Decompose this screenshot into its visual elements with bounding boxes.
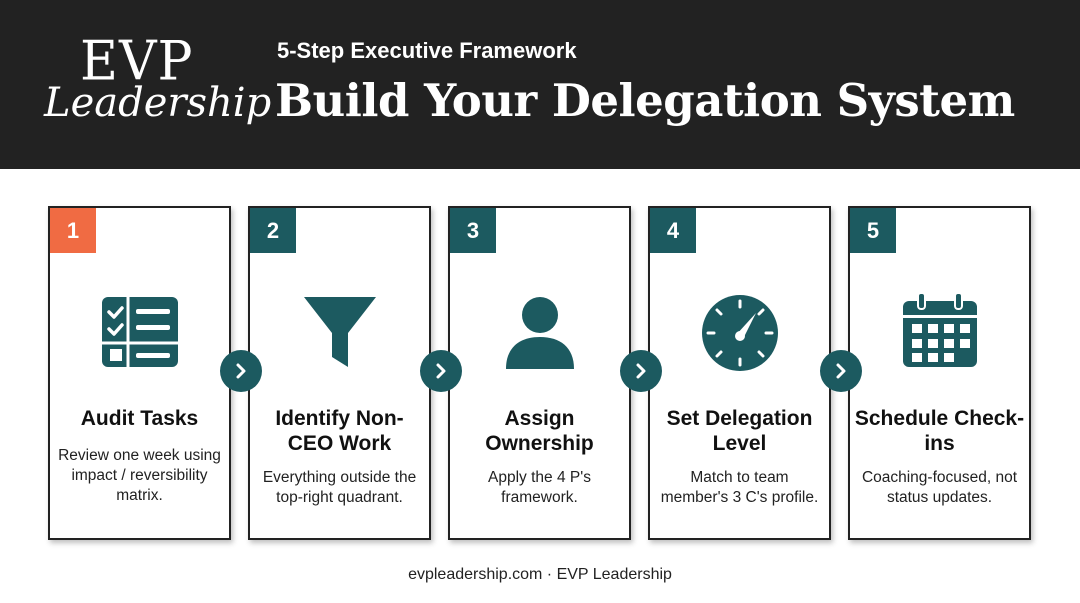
calendar-icon: [902, 292, 977, 367]
step-title: Audit Tasks: [80, 407, 199, 430]
logo-leadership: Leadership: [44, 80, 272, 126]
chevron-right-icon: [820, 350, 862, 392]
step-card-2: 2 Identify Non-CEO Work Everything outsi…: [248, 206, 431, 540]
step-description: Match to team member's 3 C's profile.: [660, 469, 819, 506]
step-description: Coaching-focused, not status updates.: [861, 469, 1018, 506]
step-description: Review one week using impact / reversibi…: [58, 447, 221, 504]
chevron-right-icon: [220, 350, 262, 392]
step-title: Set Delegation Level: [666, 407, 813, 455]
step-number-badge: 2: [250, 208, 296, 253]
step-card-5: 5 Schedule Check-ins Coaching-focused, n…: [848, 206, 1031, 540]
chevron-right-icon: [620, 350, 662, 392]
step-number-badge: 3: [450, 208, 496, 253]
header-banner: EVP Leadership 5-Step Executive Framewor…: [0, 0, 1080, 169]
footer-text: evpleadership.com · EVP Leadership: [408, 566, 672, 583]
step-number-badge: 5: [850, 208, 896, 253]
page-subtitle: 5-Step Executive Framework: [277, 38, 577, 63]
step-number-badge: 4: [650, 208, 696, 253]
funnel-icon: [303, 297, 376, 367]
step-title: Identify Non-CEO Work: [275, 407, 404, 455]
chevron-right-icon: [420, 350, 462, 392]
step-title: Schedule Check-ins: [854, 407, 1025, 455]
checklist-icon: [101, 297, 178, 367]
step-description: Apply the 4 P's framework.: [488, 469, 591, 506]
person-icon: [505, 297, 574, 369]
step-title: Assign Ownership: [485, 407, 594, 455]
step-card-3: 3 Assign Ownership Apply the 4 P's frame…: [448, 206, 631, 540]
gauge-icon: [701, 295, 778, 371]
step-card-4: 4 Set Delegation Level Match to team mem…: [648, 206, 831, 540]
step-number-badge: 1: [50, 208, 96, 253]
step-description: Everything outside the top-right quadran…: [262, 469, 417, 506]
logo-evp: EVP: [80, 30, 194, 93]
step-card-1: 1 Audit Tasks Review one week using impa…: [48, 206, 231, 540]
page-title: Build Your Delegation System: [275, 74, 1015, 127]
